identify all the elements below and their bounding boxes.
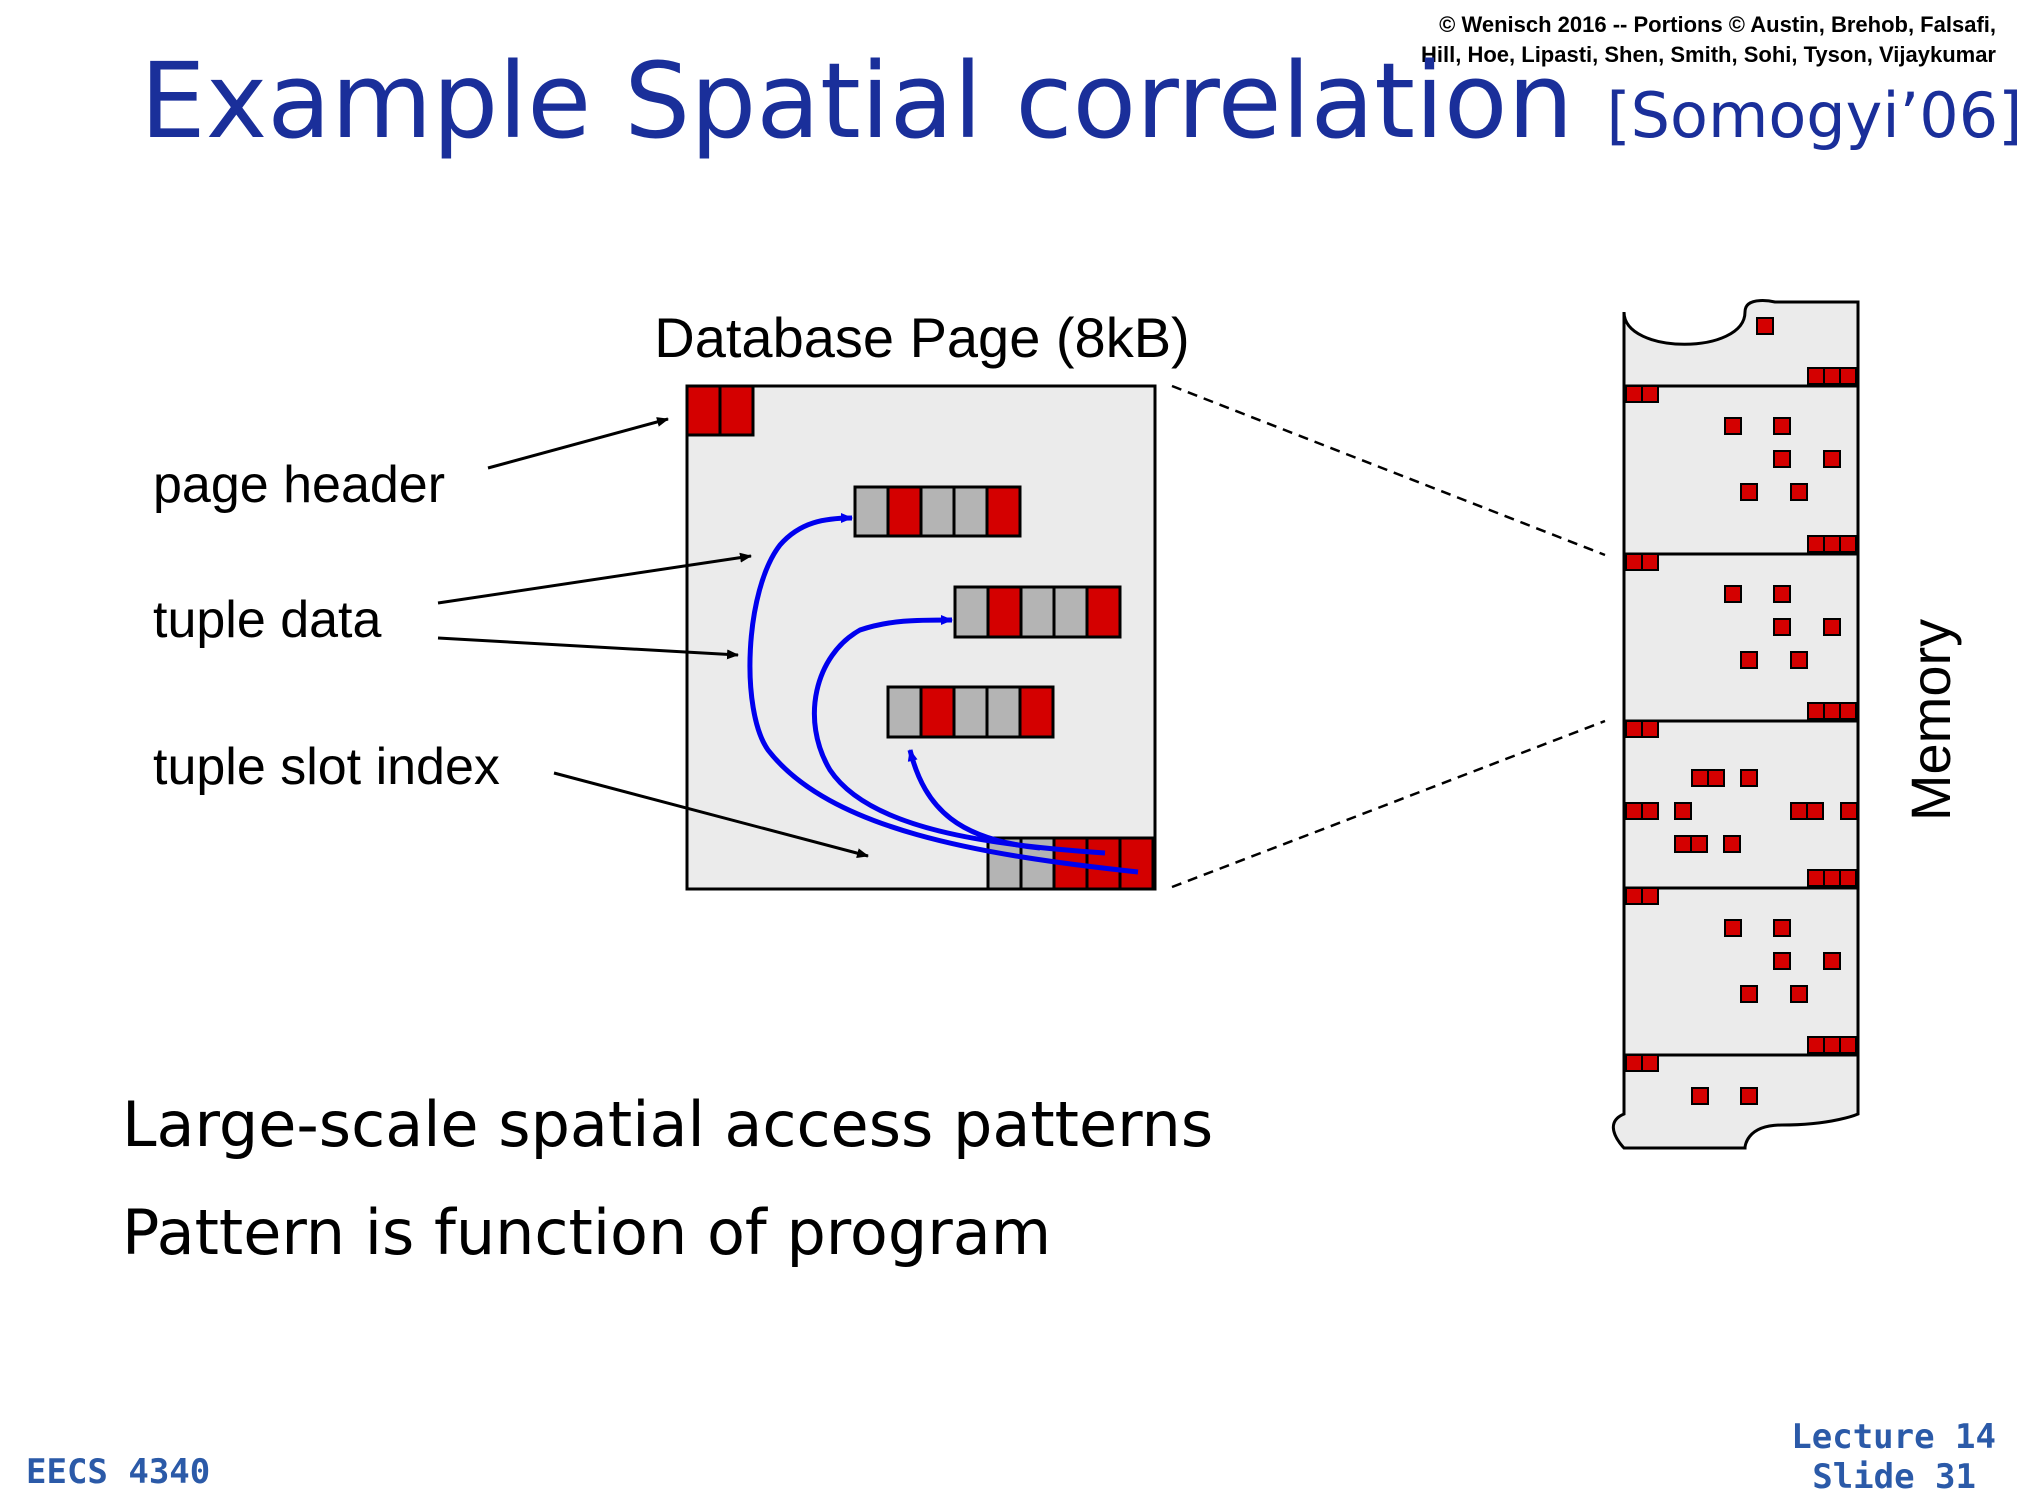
slot-pointer-arrows — [747, 513, 1139, 875]
label-tuple-data: tuple data — [153, 591, 381, 649]
zoom-lines — [1171, 384, 1606, 889]
footer-slide: Slide 31 — [1812, 1457, 1976, 1497]
label-tuple-slot-index: tuple slot index — [153, 738, 500, 796]
memory-body — [1611, 299, 1860, 1150]
memory-strip — [1611, 299, 1860, 1150]
tuple-row-3 — [886, 685, 1055, 739]
tuple-slot-index-block — [986, 836, 1155, 891]
citation: [Somogyi’06] — [1606, 79, 2022, 152]
memory-label: Memory — [1899, 619, 1962, 821]
memory-accessed-blocks — [1625, 317, 1858, 1105]
footer-lecture: Lecture 14 — [1791, 1417, 1996, 1457]
footer-slide-info: Lecture 14 Slide 31 — [1791, 1417, 1996, 1497]
tuple-row-2 — [953, 585, 1122, 639]
label-pointer-arrows — [437, 417, 869, 859]
tuple-row-1 — [853, 485, 1022, 538]
label-page-header: page header — [153, 456, 445, 514]
slide-title: Example Spatial correlation [Somogyi’06] — [140, 40, 2022, 162]
copyright-notice: © Wenisch 2016 -- Portions © Austin, Bre… — [1421, 12, 1996, 67]
bullet-2: Pattern is function of program — [122, 1196, 1052, 1269]
footer-course: EECS 4340 — [26, 1452, 211, 1492]
title-text: Example Spatial correlation — [140, 40, 1574, 162]
database-page-title: Database Page (8kB) — [654, 306, 1189, 369]
page-header-block — [685, 384, 755, 437]
bullet-1: Large-scale spatial access patterns — [122, 1088, 1214, 1161]
